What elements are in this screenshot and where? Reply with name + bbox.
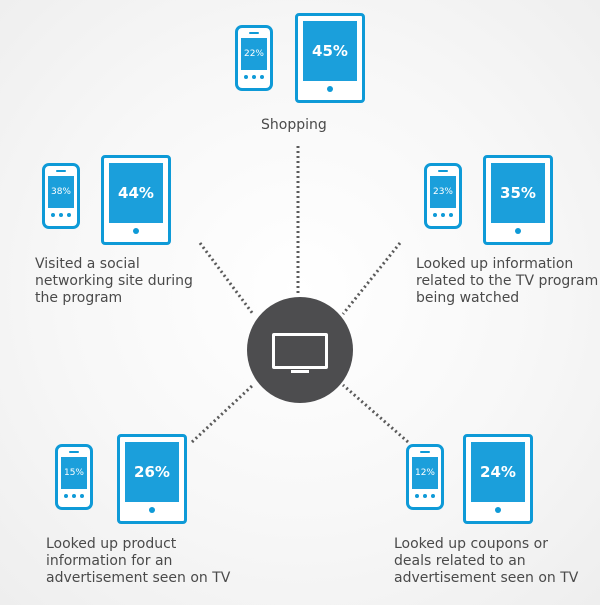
tv-hub (247, 297, 353, 403)
tablet-percentage: 45% (303, 21, 357, 81)
stat-label-social: Visited a social networking site during … (35, 256, 193, 306)
tv-icon (272, 333, 328, 369)
smartphone-icon: 12% (406, 444, 444, 510)
smartphone-icon: 23% (424, 163, 462, 229)
tablet-icon: 26% (117, 434, 187, 524)
smartphone-percentage: 22% (241, 38, 267, 70)
connector-upper-left (198, 242, 255, 315)
tablet-percentage: 35% (491, 163, 545, 223)
tablet-percentage: 26% (125, 442, 179, 502)
stat-label-coupons: Looked up coupons or deals related to an… (394, 536, 579, 586)
tablet-percentage: 44% (109, 163, 163, 223)
tablet-icon: 35% (483, 155, 553, 245)
connector-upper-right (341, 242, 402, 315)
smartphone-icon: 15% (55, 444, 93, 510)
smartphone-percentage: 15% (61, 457, 87, 489)
tablet-percentage: 24% (471, 442, 525, 502)
stat-label-shopping: Shopping (261, 117, 327, 133)
smartphone-percentage: 12% (412, 457, 438, 489)
stat-label-tv-program-info: Looked up information related to the TV … (416, 256, 599, 306)
connector-lower-right (342, 383, 409, 444)
smartphone-icon: 38% (42, 163, 80, 229)
tablet-icon: 24% (463, 434, 533, 524)
tablet-icon: 45% (295, 13, 365, 103)
tablet-icon: 44% (101, 155, 171, 245)
smartphone-percentage: 23% (430, 176, 456, 208)
smartphone-icon: 22% (235, 25, 273, 91)
connector-lower-left (190, 383, 255, 444)
tv-stand (291, 370, 309, 373)
stat-label-product-info: Looked up product information for an adv… (46, 536, 231, 586)
smartphone-percentage: 38% (48, 176, 74, 208)
